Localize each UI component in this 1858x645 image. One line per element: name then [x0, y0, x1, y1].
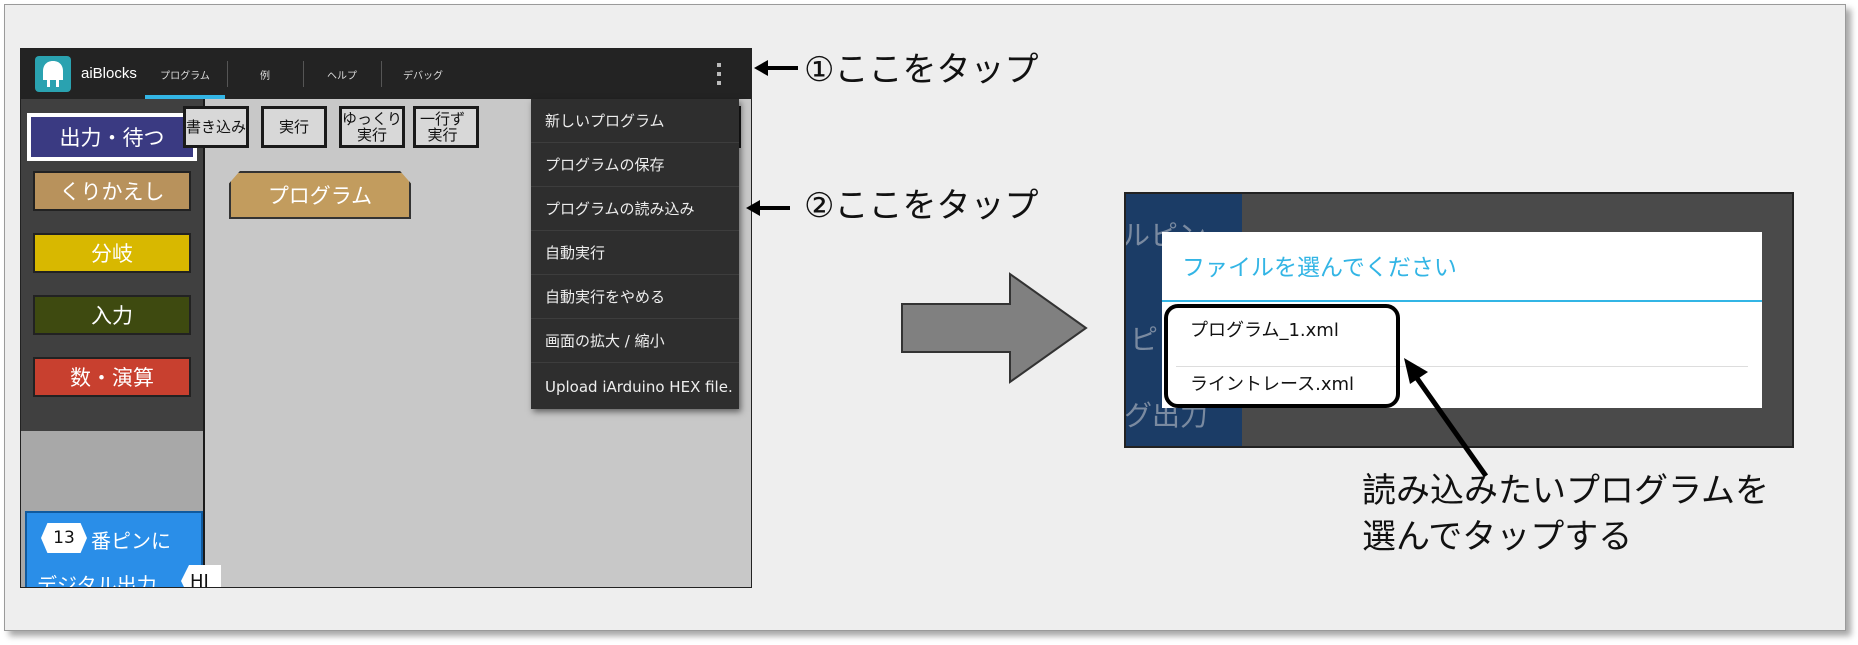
overflow-menu-icon[interactable]	[713, 61, 725, 87]
pin-number-field[interactable]: 13	[41, 523, 87, 553]
menu-item-load-program[interactable]: プログラムの読み込み	[531, 187, 739, 231]
pointer-arrow-icon	[746, 200, 790, 216]
slow-run-button[interactable]: ゆっくり 実行	[339, 106, 405, 148]
title-divider	[1162, 300, 1762, 302]
action-bar: aiBlocks プログラム 例 ヘルプ デバッグ	[21, 49, 751, 99]
dialog-title: ファイルを選んでください	[1182, 255, 1457, 281]
tab-label: 例	[260, 70, 270, 82]
tab-program[interactable]: プログラム	[145, 49, 225, 99]
tab-examples[interactable]: 例	[229, 49, 301, 99]
menu-item-zoom[interactable]: 画面の拡大 / 縮小	[531, 319, 739, 363]
list-divider	[1176, 366, 1748, 367]
tab-divider	[303, 61, 304, 87]
category-label: 出力・待つ	[59, 126, 165, 150]
dialog-screenshot: ルピン ピ グ出力 ファイルを選んでください プログラム_1.xml ライントレ…	[1124, 192, 1794, 448]
category-math[interactable]: 数・演算	[33, 357, 191, 397]
run-button[interactable]: 実行	[261, 106, 327, 148]
background-text: ピ	[1130, 323, 1159, 356]
tab-debug[interactable]: デバッグ	[383, 49, 463, 99]
file-chooser-dialog: ファイルを選んでください プログラム_1.xml ライントレース.xml	[1162, 232, 1762, 408]
app-logo-icon	[35, 56, 71, 92]
program-block[interactable]: プログラム	[229, 171, 411, 219]
big-right-arrow-icon	[901, 272, 1088, 384]
pointer-arrow-icon	[754, 60, 798, 76]
pointer-arrow-icon	[1404, 358, 1489, 478]
digital-output-block[interactable]: 13 番ピンに デジタル出力 HI	[25, 511, 221, 588]
block-text: 番ピンに	[91, 529, 171, 553]
annotation-line: 読み込みたいプログラムを	[1362, 471, 1769, 511]
app-screenshot: aiBlocks プログラム 例 ヘルプ デバッグ 出力・待つ くりかえし 分岐…	[20, 48, 752, 588]
output-value-field[interactable]: HI	[181, 565, 221, 587]
step-run-button[interactable]: 一行ず 実行	[413, 106, 479, 148]
category-input[interactable]: 入力	[33, 295, 191, 335]
category-label: 数・演算	[70, 366, 154, 390]
menu-item-save-program[interactable]: プログラムの保存	[531, 143, 739, 187]
menu-item-auto-run[interactable]: 自動実行	[531, 231, 739, 275]
category-output-wait[interactable]: 出力・待つ	[27, 113, 197, 161]
category-label: 入力	[91, 304, 133, 328]
category-repeat[interactable]: くりかえし	[33, 171, 191, 211]
overflow-menu: 新しいプログラム プログラムの保存 プログラムの読み込み 自動実行 自動実行をや…	[531, 99, 739, 409]
menu-item-upload-hex[interactable]: Upload iArduino HEX file.	[545, 378, 733, 396]
annotation-step1: ①ここをタップ	[804, 50, 1039, 90]
annotation-step3: 読み込みたいプログラムを 選んでタップする	[1362, 468, 1769, 560]
tab-label: プログラム	[160, 70, 210, 82]
block-text: デジタル出力	[37, 573, 157, 588]
annotation-line: 選んでタップする	[1362, 517, 1633, 557]
annotation-step2: ②ここをタップ	[804, 186, 1039, 226]
file-item-line-trace[interactable]: ライントレース.xml	[1190, 374, 1355, 395]
menu-item-new-program[interactable]: 新しいプログラム	[531, 99, 739, 143]
tab-divider	[227, 61, 228, 87]
category-label: くりかえし	[59, 180, 165, 204]
category-branch[interactable]: 分岐	[33, 233, 191, 273]
category-label: 分岐	[91, 242, 133, 266]
tab-help[interactable]: ヘルプ	[305, 49, 379, 99]
menu-item-stop-auto-run[interactable]: 自動実行をやめる	[531, 275, 739, 319]
tab-label: デバッグ	[403, 70, 443, 82]
file-item-program-1[interactable]: プログラム_1.xml	[1190, 320, 1339, 341]
tab-label: ヘルプ	[327, 70, 357, 82]
app-name: aiBlocks	[81, 65, 137, 82]
highlight-box	[1164, 304, 1400, 408]
write-button[interactable]: 書き込み	[183, 106, 249, 148]
tab-divider	[381, 61, 382, 87]
